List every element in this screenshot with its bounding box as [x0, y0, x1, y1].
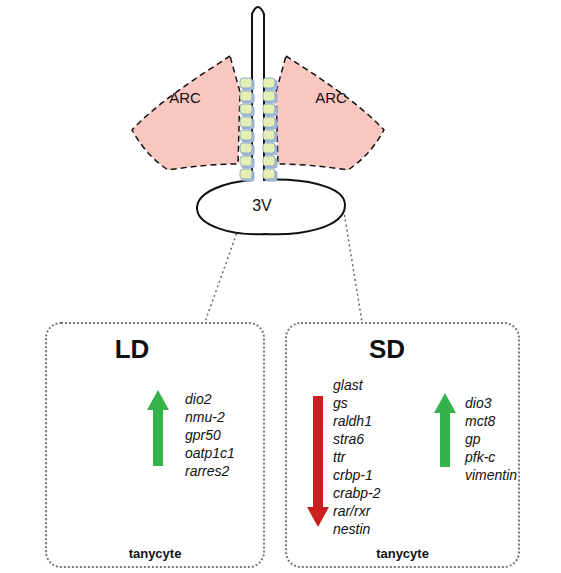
arc-region-outline	[128, 52, 240, 174]
tanycyte-cell	[263, 156, 277, 168]
tanycyte-cell	[263, 130, 277, 142]
third-ventricle: 3V	[195, 0, 349, 240]
arc-region: ARC	[276, 52, 388, 174]
long-day-box: LD dio2 nmu-2 gpr50 oatp1c1 rarres2 tanycy…	[45, 322, 265, 568]
leader-line	[342, 200, 362, 322]
up-arrow	[147, 390, 169, 466]
tanycyte-cell	[263, 143, 277, 155]
third-ventricle-outline	[195, 0, 349, 240]
region-label: 3V	[242, 196, 282, 216]
down-arrow	[307, 396, 329, 527]
tanycyte-cell	[263, 91, 277, 103]
region-label: ARC	[155, 89, 215, 107]
arc-region: ARC	[128, 52, 240, 174]
arc-region-path	[132, 56, 240, 170]
gene-list: glast gs raldh1 stra6 ttr crbp-1 crabp-2…	[333, 376, 405, 538]
third-ventricle-path	[197, 7, 345, 234]
tanycyte-cell	[263, 117, 277, 129]
tanycyte-cell	[263, 104, 277, 116]
short-day-box: SD glast gs raldh1 stra6 ttr crbp-1 crabp…	[285, 322, 520, 568]
photoperiod-heading: LD	[47, 334, 217, 364]
gene-list: dio3 mct8 gp pfk-c vimentin	[465, 394, 537, 484]
tanycyte-cell	[263, 78, 277, 90]
arc-region-path	[276, 56, 384, 170]
up-arrow	[434, 393, 456, 467]
cell-type-label: tanycyte	[47, 546, 263, 562]
gene-list: dio2 nmu-2 gpr50 oatp1c1 rarres2	[185, 390, 257, 480]
arc-region-outline	[276, 52, 388, 174]
cell-type-label: tanycyte	[287, 546, 518, 562]
region-label: ARC	[301, 89, 361, 107]
photoperiod-heading: SD	[287, 334, 487, 364]
